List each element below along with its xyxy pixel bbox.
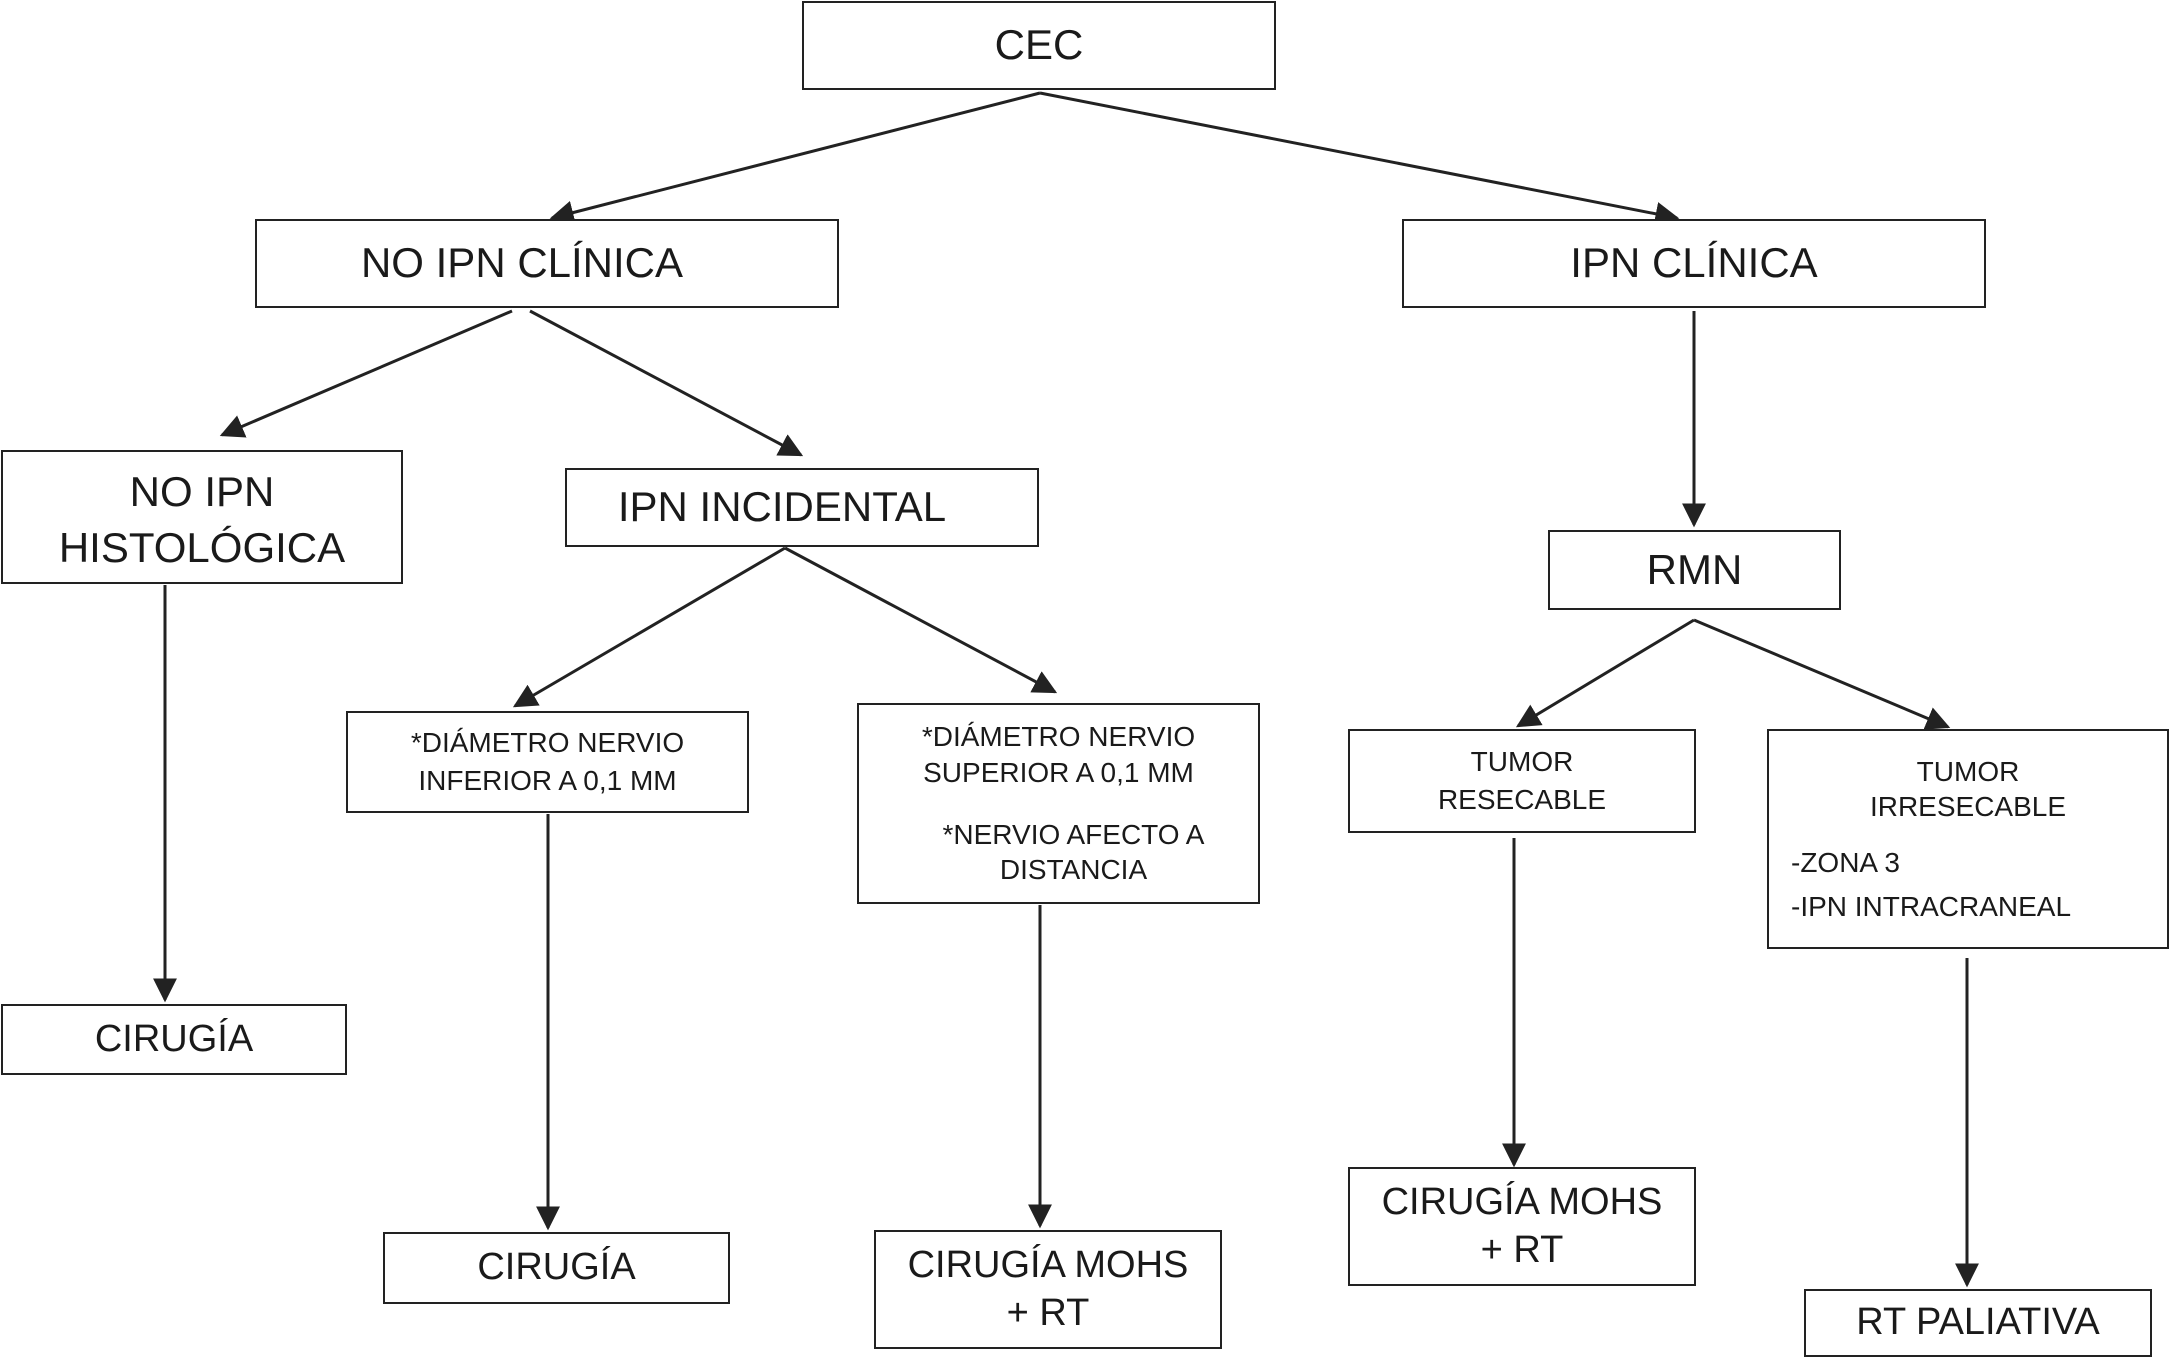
edge-cec-to-ipn-clinica — [1039, 91, 1680, 226]
node-diametro-superior-line-4: DISTANCIA — [999, 854, 1148, 886]
node-ipn-incidental: IPN INCIDENTAL — [565, 468, 1039, 547]
node-cirugia-left-label: CIRUGÍA — [94, 1017, 254, 1060]
node-tumor-irresecable-line-1: TUMOR — [1916, 755, 2020, 787]
edge-no-ipn-clinica-to-no-ipn-histologica — [219, 309, 513, 438]
node-mohs-rt-right-line-2: + RT — [1480, 1228, 1564, 1271]
node-no-ipn-clinica-label: NO IPN CLÍNICA — [360, 239, 684, 287]
node-rmn-label: RMN — [1646, 545, 1743, 593]
node-no-ipn-histologica-line-2: HISTOLÓGICA — [58, 524, 346, 571]
node-tumor-irresecable-line-3: -ZONA 3 — [1791, 847, 1900, 878]
node-rmn: RMN — [1548, 530, 1841, 610]
node-ipn-clinica: IPN CLÍNICA — [1402, 219, 1986, 308]
edge-ipn-incidental-to-diametro-superior — [784, 546, 1058, 694]
node-no-ipn-histologica-line-1: NO IPN — [129, 467, 275, 515]
node-mohs-rt-mid: CIRUGÍA MOHS + RT — [874, 1230, 1222, 1349]
node-mohs-rt-mid-line-2: + RT — [1006, 1291, 1090, 1334]
node-diametro-inferior-line-2: INFERIOR A 0,1 MM — [418, 765, 677, 796]
node-mohs-rt-mid-line-1: CIRUGÍA MOHS — [907, 1243, 1189, 1286]
node-cec: CEC — [802, 1, 1276, 90]
node-rt-paliativa-label: RT PALIATIVA — [1856, 1301, 2100, 1344]
node-tumor-irresecable-line-2: IRRESECABLE — [1869, 791, 2067, 823]
edge-rmn-to-tumor-irresecable — [1693, 618, 1951, 730]
node-diametro-superior-line-1: *DIÁMETRO NERVIO — [921, 721, 1196, 753]
node-tumor-resecable-line-1: TUMOR — [1470, 746, 1574, 778]
node-tumor-resecable: TUMOR RESECABLE — [1348, 729, 1696, 833]
node-ipn-incidental-label: IPN INCIDENTAL — [617, 483, 947, 531]
node-no-ipn-clinica: NO IPN CLÍNICA — [255, 219, 839, 308]
node-diametro-superior-line-3: *NERVIO AFECTO A — [942, 818, 1205, 850]
edge-rmn-to-tumor-resecable — [1515, 618, 1695, 728]
node-cirugia-left: CIRUGÍA — [1, 1004, 347, 1075]
node-cirugia-mid-label: CIRUGÍA — [477, 1246, 636, 1289]
edge-cec-to-no-ipn-clinica — [549, 91, 1041, 225]
node-rt-paliativa: RT PALIATIVA — [1804, 1289, 2152, 1357]
node-cirugia-mid: CIRUGÍA — [383, 1232, 730, 1304]
node-tumor-resecable-line-2: RESECABLE — [1437, 784, 1607, 815]
node-ipn-clinica-label: IPN CLÍNICA — [1570, 239, 1818, 287]
node-diametro-inferior-line-1: *DIÁMETRO NERVIO — [410, 727, 685, 759]
node-cec-label: CEC — [994, 21, 1084, 69]
node-diametro-inferior: *DIÁMETRO NERVIO INFERIOR A 0,1 MM — [346, 711, 749, 813]
edge-ipn-incidental-to-diametro-inferior — [512, 546, 786, 708]
edge-no-ipn-clinica-to-ipn-incidental — [529, 309, 804, 457]
node-diametro-superior: *DIÁMETRO NERVIO SUPERIOR A 0,1 MM *NERV… — [857, 703, 1260, 904]
node-tumor-irresecable-line-4: -IPN INTRACRANEAL — [1791, 890, 2072, 922]
node-mohs-rt-right: CIRUGÍA MOHS + RT — [1348, 1167, 1696, 1286]
node-mohs-rt-right-line-1: CIRUGÍA MOHS — [1381, 1180, 1663, 1223]
node-no-ipn-histologica: NO IPN HISTOLÓGICA — [1, 450, 403, 584]
node-tumor-irresecable: TUMOR IRRESECABLE -ZONA 3 -IPN INTRACRAN… — [1767, 729, 2169, 949]
node-diametro-superior-line-2: SUPERIOR A 0,1 MM — [923, 756, 1194, 788]
